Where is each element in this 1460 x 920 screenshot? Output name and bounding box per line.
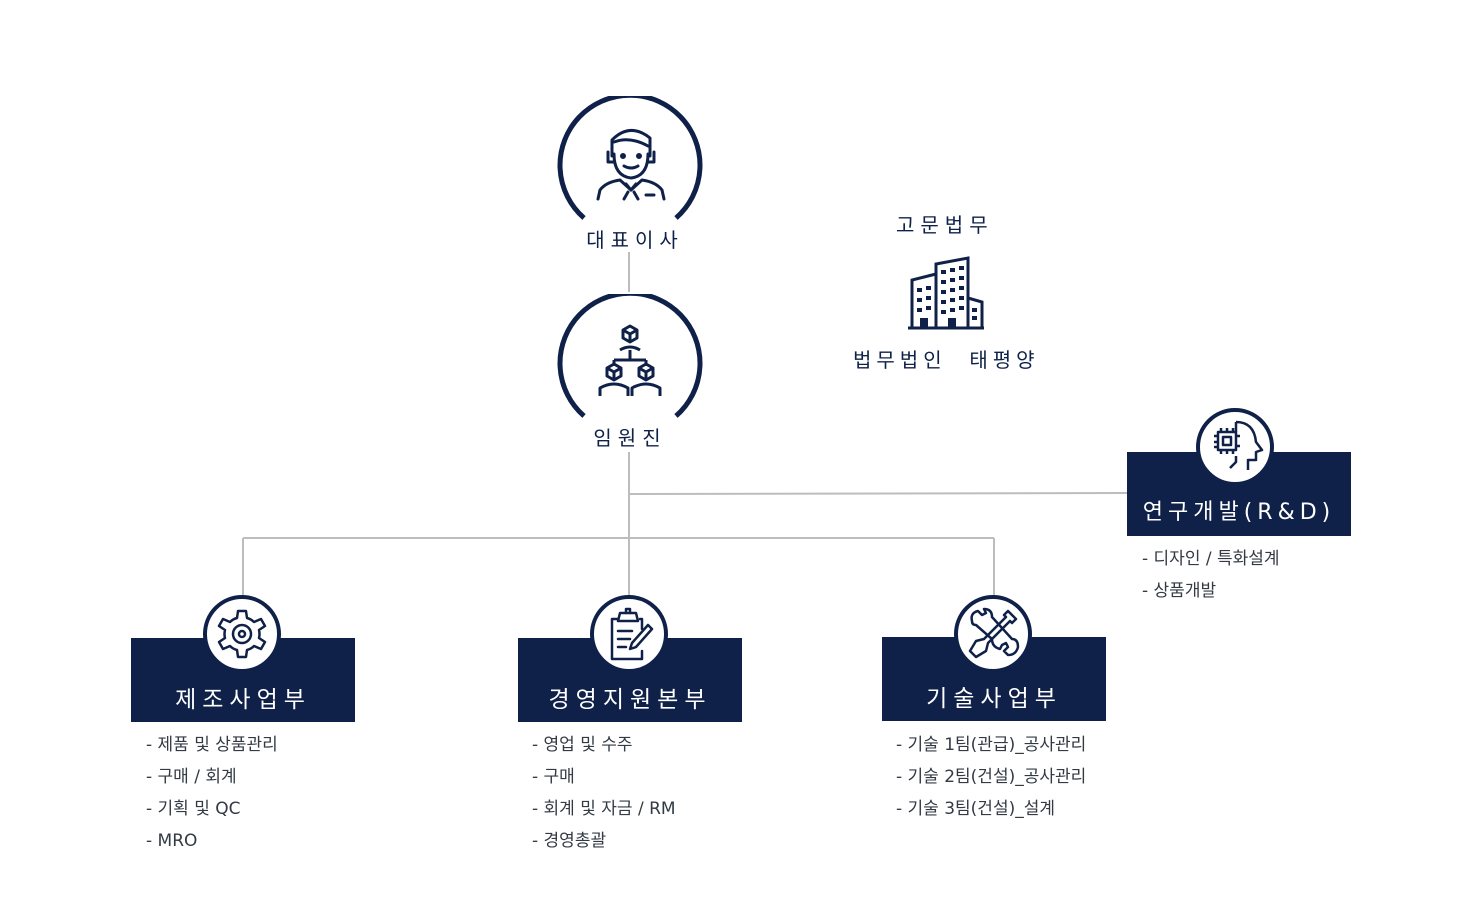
rnd-box: 연구개발(R&D) [1127, 452, 1351, 536]
advisory-firm-name: 법무법인 태평양 [853, 348, 1040, 372]
list-item: - 기획 및 QC [146, 799, 241, 819]
management-support-title: 경영지원본부 [548, 687, 712, 713]
technology-item-list: - 기술 1팀(관급)_공사관리 - 기술 2팀(건설)_공사관리 - 기술 3… [896, 729, 1086, 825]
list-item: - 기술 3팀(건설)_설계 [896, 799, 1056, 819]
executives-ring [557, 290, 703, 418]
list-item: - 디자인 / 특화설계 [1142, 549, 1280, 569]
advisory-title: 고문법무 [896, 213, 994, 237]
ai-head-chip-icon [1214, 420, 1264, 470]
list-item: - 경영총괄 [532, 831, 607, 851]
gear-icon [217, 609, 267, 659]
list-item: - 구매 [532, 767, 575, 787]
manufacturing-item-list: - 제품 및 상품관리 - 구매 / 회계 - 기획 및 QC - MRO [146, 729, 278, 857]
ceo-label: 대표이사 [586, 228, 684, 252]
technology-icon-circle [954, 595, 1032, 673]
executives-label: 임원진 [593, 426, 667, 450]
management-support-item-list: - 영업 및 수주 - 구매 - 회계 및 자금 / RM - 경영총괄 [532, 729, 676, 857]
office-buildings-icon [908, 256, 984, 330]
rnd-title: 연구개발(R&D) [1142, 500, 1336, 525]
organization-hierarchy-icon [598, 324, 662, 396]
ceo-person-icon [596, 129, 666, 201]
list-item: - 제품 및 상품관리 [146, 735, 278, 755]
list-item: - 영업 및 수주 [532, 735, 633, 755]
clipboard-pen-icon [610, 607, 654, 661]
manufacturing-icon-circle [203, 595, 281, 673]
list-item: - 상품개발 [1142, 581, 1217, 601]
management-support-box: 경영지원본부 [518, 638, 742, 722]
wrench-screwdriver-icon [968, 607, 1020, 659]
ceo-ring [557, 92, 703, 220]
list-item: - 기술 2팀(건설)_공사관리 [896, 767, 1087, 787]
list-item: - MRO [146, 831, 198, 851]
technology-title: 기술사업부 [926, 686, 1062, 712]
rnd-icon-circle [1196, 408, 1274, 486]
list-item: - 기술 1팀(관급)_공사관리 [896, 735, 1087, 755]
list-item: - 회계 및 자금 / RM [532, 799, 676, 819]
rnd-item-list: - 디자인 / 특화설계 - 상품개발 [1142, 543, 1280, 607]
list-item: - 구매 / 회계 [146, 767, 237, 787]
executives-node [554, 290, 706, 434]
rnd-branch-line [628, 492, 1129, 495]
ceo-node [554, 92, 706, 236]
manufacturing-title: 제조사업부 [175, 687, 311, 713]
management-support-icon-circle [590, 595, 668, 673]
